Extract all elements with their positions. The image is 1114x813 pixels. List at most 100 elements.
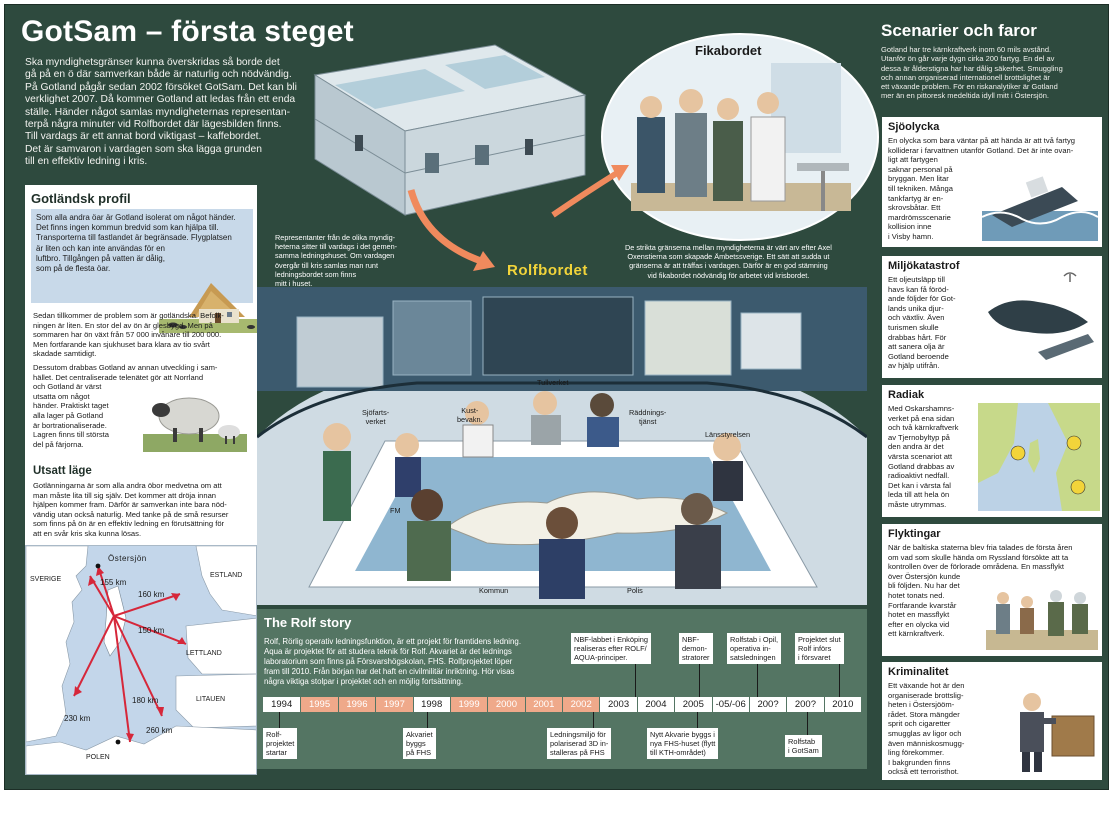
profile-text-line: del på färjorna. xyxy=(33,439,84,449)
map-distance-label: 160 km xyxy=(138,590,165,599)
callout-line: luftbro. Tillgången på vatten är dålig, xyxy=(36,253,165,263)
rolf-table-room-illustration xyxy=(257,287,867,605)
map-country-sverige: SVERIGE xyxy=(30,576,62,583)
caption-line: övergår till kris samlas man runt xyxy=(275,260,378,270)
oil-spill-illustration xyxy=(968,262,1098,374)
scenarios-intro-line: och annan organiserad internationell bro… xyxy=(881,72,1050,82)
scenario-card-body: Ett växande hot är den organiserade brot… xyxy=(888,681,965,777)
room-label-raddningstjanst: Räddnings- tjänst xyxy=(629,408,667,426)
utsatt-line: som finns på ön är en effektiv ledning e… xyxy=(33,519,225,529)
timeline-note-nytt-akvarie: Nytt Akvarie byggs i nya FHS-huset (flyt… xyxy=(647,728,719,759)
caption-line: mitt i huset. xyxy=(275,279,313,289)
timeline-year: -05/-06 xyxy=(711,697,749,712)
smuggler-illustration xyxy=(1020,693,1095,772)
timeline-pin xyxy=(593,712,594,728)
utsatt-line: hjälpen kommer fram. Därför är samverkan… xyxy=(33,500,227,510)
scenario-card-flyktingar: Flyktingar När de baltiska staterna blev… xyxy=(882,524,1102,656)
timeline-pin xyxy=(427,712,428,728)
refugees-illustration xyxy=(986,590,1098,650)
intro-line: Ska myndighetsgränser kunna överskridas … xyxy=(25,57,280,68)
profile-text-line: Men fortfarande kan sjukhuset bara klara… xyxy=(33,339,210,349)
timeline-year: 1999 xyxy=(449,697,488,712)
timeline-note-ledningsmiljo: Ledningsmiljö för polariserad 3D in- sta… xyxy=(547,728,612,759)
caption-line: Oxenstierna som skapade Ämbetssverige. E… xyxy=(627,252,830,262)
scenarios-title: Scenarier och faror xyxy=(881,21,1037,40)
utsatt-line: att en svår kris ska kunna lösas. xyxy=(33,528,142,538)
intro-line: Det är samvaron i vardagen som ska lägga… xyxy=(25,143,262,155)
control-building-illustration xyxy=(313,44,587,216)
map-country-estland: ESTLAND xyxy=(210,572,243,579)
timeline-year: 2003 xyxy=(599,697,637,712)
rolf-story-panel: The Rolf story Rolf, Rörlig operativ led… xyxy=(257,609,867,769)
room-label-kommun: Kommun xyxy=(479,586,509,595)
scenario-card-sjoolycka: Sjöolycka En olycka som bara väntar på a… xyxy=(882,117,1102,247)
caption-line: vid fikabordet nödvändig för arbetet vid… xyxy=(647,270,810,280)
timeline-note-nbf-labbet: NBF-labbet i Enköping realiseras efter R… xyxy=(571,633,651,664)
scenarios-intro-line: Gotland har tre kärnkraftverk inom 60 mi… xyxy=(881,45,1052,54)
profile-text-line: Dessutom drabbas Gotland av annan utveck… xyxy=(33,362,218,372)
utsatt-line: vändig utan också naturlig. Med tanke på… xyxy=(33,509,229,519)
timeline-year: 200? xyxy=(786,697,824,712)
timeline-note-nbf-demonstratorer: NBF- demon- stratorer xyxy=(679,633,713,664)
timeline-year: 1995 xyxy=(300,697,338,712)
timeline-pin xyxy=(807,712,808,736)
scenario-card-title: Kriminalitet xyxy=(888,666,949,678)
scenario-card-title: Sjöolycka xyxy=(888,121,940,133)
map-country-polen: POLEN xyxy=(86,754,110,761)
map-sea-label: Östersjön xyxy=(108,554,147,563)
callout-line: Som alla andra öar är Gotland isolerat o… xyxy=(36,213,236,222)
profile-callout: Som alla andra öar är Gotland isolerat o… xyxy=(31,209,259,333)
scenario-card-title: Flyktingar xyxy=(888,528,941,540)
profile-text-line: sommaren har ön växt från 57 000 invånar… xyxy=(33,330,222,340)
fika-title: Fikabordet xyxy=(695,43,762,58)
profile-text-line: skadade samtidigt. xyxy=(33,349,97,359)
timeline-year: 1996 xyxy=(337,697,376,712)
utsatt-heading: Utsatt läge xyxy=(33,465,92,477)
timeline-note-rolf-start: Rolf- projektet startar xyxy=(263,728,298,759)
callout-line: Transporterna till fastlandet är begräns… xyxy=(36,233,232,243)
coffee-table-illustration xyxy=(601,33,879,241)
room-label-polis: Polis xyxy=(627,586,643,595)
timeline-note-akvariet: Akvariet byggs på FHS xyxy=(403,728,436,759)
profile-text-line: händer. Praktiskt taget xyxy=(33,401,109,411)
intro-line: ställe. Händer något samlas myndighetern… xyxy=(25,106,291,118)
story-line: laboratorium som finns på Försvarshögsko… xyxy=(264,657,513,666)
scenario-card-title: Radiak xyxy=(888,389,925,401)
timeline-year: 2002 xyxy=(562,697,600,712)
intro-text: Ska myndighetsgränser kunna överskridas … xyxy=(25,57,335,169)
map-distance-label: 180 km xyxy=(132,696,159,705)
profile-text-line: Lagren finns till största xyxy=(33,430,109,440)
timeline-pin xyxy=(635,664,636,701)
map-country-lettland: LETTLAND xyxy=(186,650,222,657)
timeline-year: 2010 xyxy=(823,697,861,712)
intro-line: till en effektiv ledning i kris. xyxy=(25,156,148,168)
timeline-note-rolfstab-gotsam: Rolfstab i GotSam xyxy=(785,735,822,757)
profile-text-line: utsatta om något xyxy=(33,391,90,401)
timeline-year: 2001 xyxy=(524,697,562,712)
profile-text-line: och Gotland är värst xyxy=(33,382,102,392)
story-heading: The Rolf story xyxy=(264,615,352,630)
scenarios-intro-line: dessa är ålderstigna har har dålig säker… xyxy=(881,63,1063,73)
intro-line: verklighet 2007. Då kommer Gotland att l… xyxy=(25,94,296,106)
caption-line: samma ledningshuset. Om vardagen xyxy=(275,251,395,261)
page-title: GotSam – första steget xyxy=(21,15,354,48)
caption-line: heterna sitter till vardags i det gemen- xyxy=(275,242,398,252)
utsatt-line: Gotlänningarna är som alla andra öbor me… xyxy=(33,481,222,490)
caption-line: ledningsbordet som finns xyxy=(275,269,357,279)
radiation-map-illustration xyxy=(978,403,1100,511)
scenarios-intro-line: Utanför ön går varje dygn cirka 200 fart… xyxy=(881,54,1055,64)
profile-text-line: ningen är liten. En stor del av ön är gl… xyxy=(33,320,213,330)
profile-heading: Gotländsk profil xyxy=(31,191,131,206)
caption-line: Representanter från de olika myndig- xyxy=(275,233,396,242)
timeline-year: 2000 xyxy=(487,697,525,712)
intro-line: På Gotland pågår sedan 2002 försöket Got… xyxy=(25,81,297,93)
ship-collision-illustration xyxy=(982,176,1098,241)
caption-line: De strikta gränserna mellan myndighetern… xyxy=(625,243,832,252)
scenarios-intro-line: ett växande problem. För en riskanalytik… xyxy=(881,82,1058,92)
timeline-year: 2004 xyxy=(636,697,675,712)
profile-body: Sedan tillkommer de problem som är gotlä… xyxy=(33,311,255,453)
utsatt-line: man måste lita till sig själv. Det komme… xyxy=(33,490,217,500)
story-line: Aqua är projektet för att studera teknik… xyxy=(264,647,512,656)
utsatt-body: Gotlänningarna är som alla andra öbor me… xyxy=(33,481,228,539)
